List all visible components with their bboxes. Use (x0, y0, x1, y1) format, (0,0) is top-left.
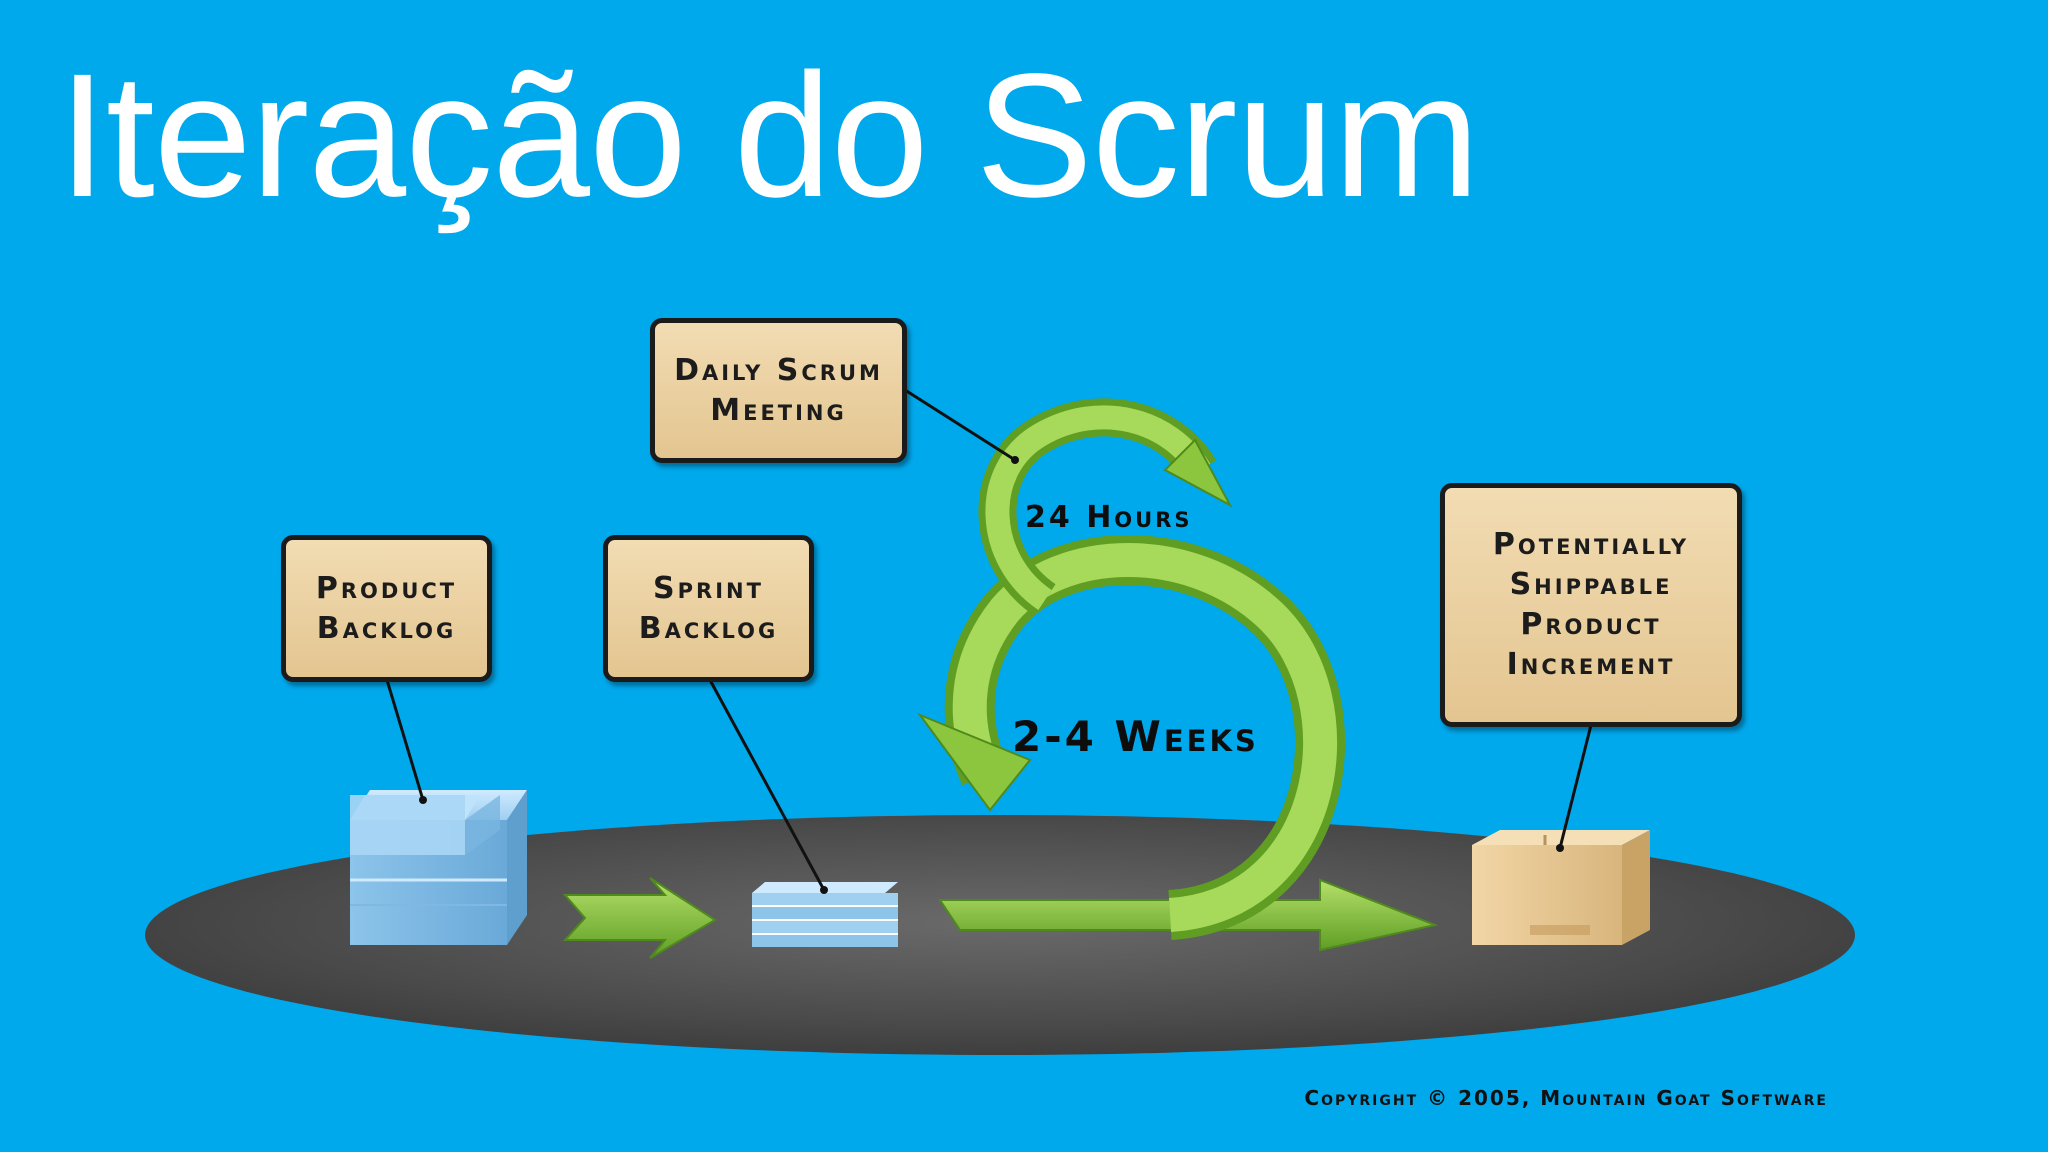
increment-box: Potentially Shippable Product Increment (1440, 483, 1742, 727)
daily-loop-label: 24 Hours (1025, 500, 1193, 535)
product-backlog-box: Product Backlog (281, 535, 492, 682)
sprint-backlog-line-1: Sprint (653, 570, 764, 606)
copyright-notice: Copyright © 2005, Mountain Goat Software (1304, 1086, 1828, 1110)
sprint-backlog-box: Sprint Backlog (603, 535, 814, 682)
leader-line-sprint-backlog (708, 679, 826, 891)
sprint-loop-label: 2-4 Weeks (1012, 712, 1259, 761)
flow-arrow-icon (562, 877, 717, 959)
product-backlog-line-2: Backlog (316, 610, 457, 646)
product-backlog-stack-icon (350, 790, 527, 945)
daily-scrum-line-1: Daily Scrum (674, 352, 883, 388)
increment-line-1: Potentially (1492, 527, 1690, 562)
daily-scrum-line-2: Meeting (710, 392, 847, 428)
leader-line-daily (904, 388, 1016, 462)
product-box-icon (1472, 830, 1650, 945)
increment-line-4: Increment (1506, 647, 1676, 682)
platform-ellipse (145, 815, 1855, 1055)
increment-line-3: Product (1520, 607, 1662, 642)
increment-line-2: Shippable (1509, 567, 1673, 602)
page-title: Iteração do Scrum (58, 38, 1480, 234)
sprint-backlog-line-2: Backlog (638, 610, 779, 646)
daily-scrum-box: Daily Scrum Meeting (650, 318, 907, 463)
leader-line-product-backlog (385, 679, 425, 801)
sprint-loop-arrow-icon (917, 398, 1439, 952)
leader-line-increment (1558, 724, 1593, 849)
product-backlog-line-1: Product (315, 570, 458, 606)
